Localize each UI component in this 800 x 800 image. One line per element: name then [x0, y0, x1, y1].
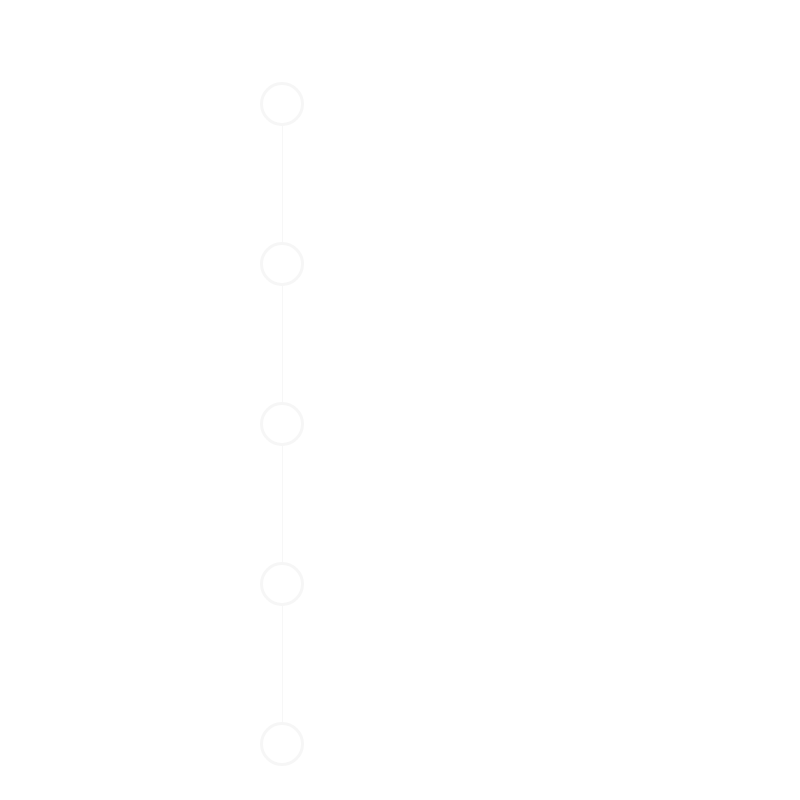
step-connector-4: [282, 606, 283, 722]
step-node-2-circle-icon[interactable]: [260, 242, 304, 286]
step-connector-1: [282, 126, 283, 242]
step-node-4-circle-icon[interactable]: [260, 562, 304, 606]
step-connector-2: [282, 286, 283, 402]
step-node-5-circle-icon[interactable]: [260, 722, 304, 766]
step-node-1-circle-icon[interactable]: [260, 82, 304, 126]
step-connector-3: [282, 446, 283, 562]
step-node-3-circle-icon[interactable]: [260, 402, 304, 446]
